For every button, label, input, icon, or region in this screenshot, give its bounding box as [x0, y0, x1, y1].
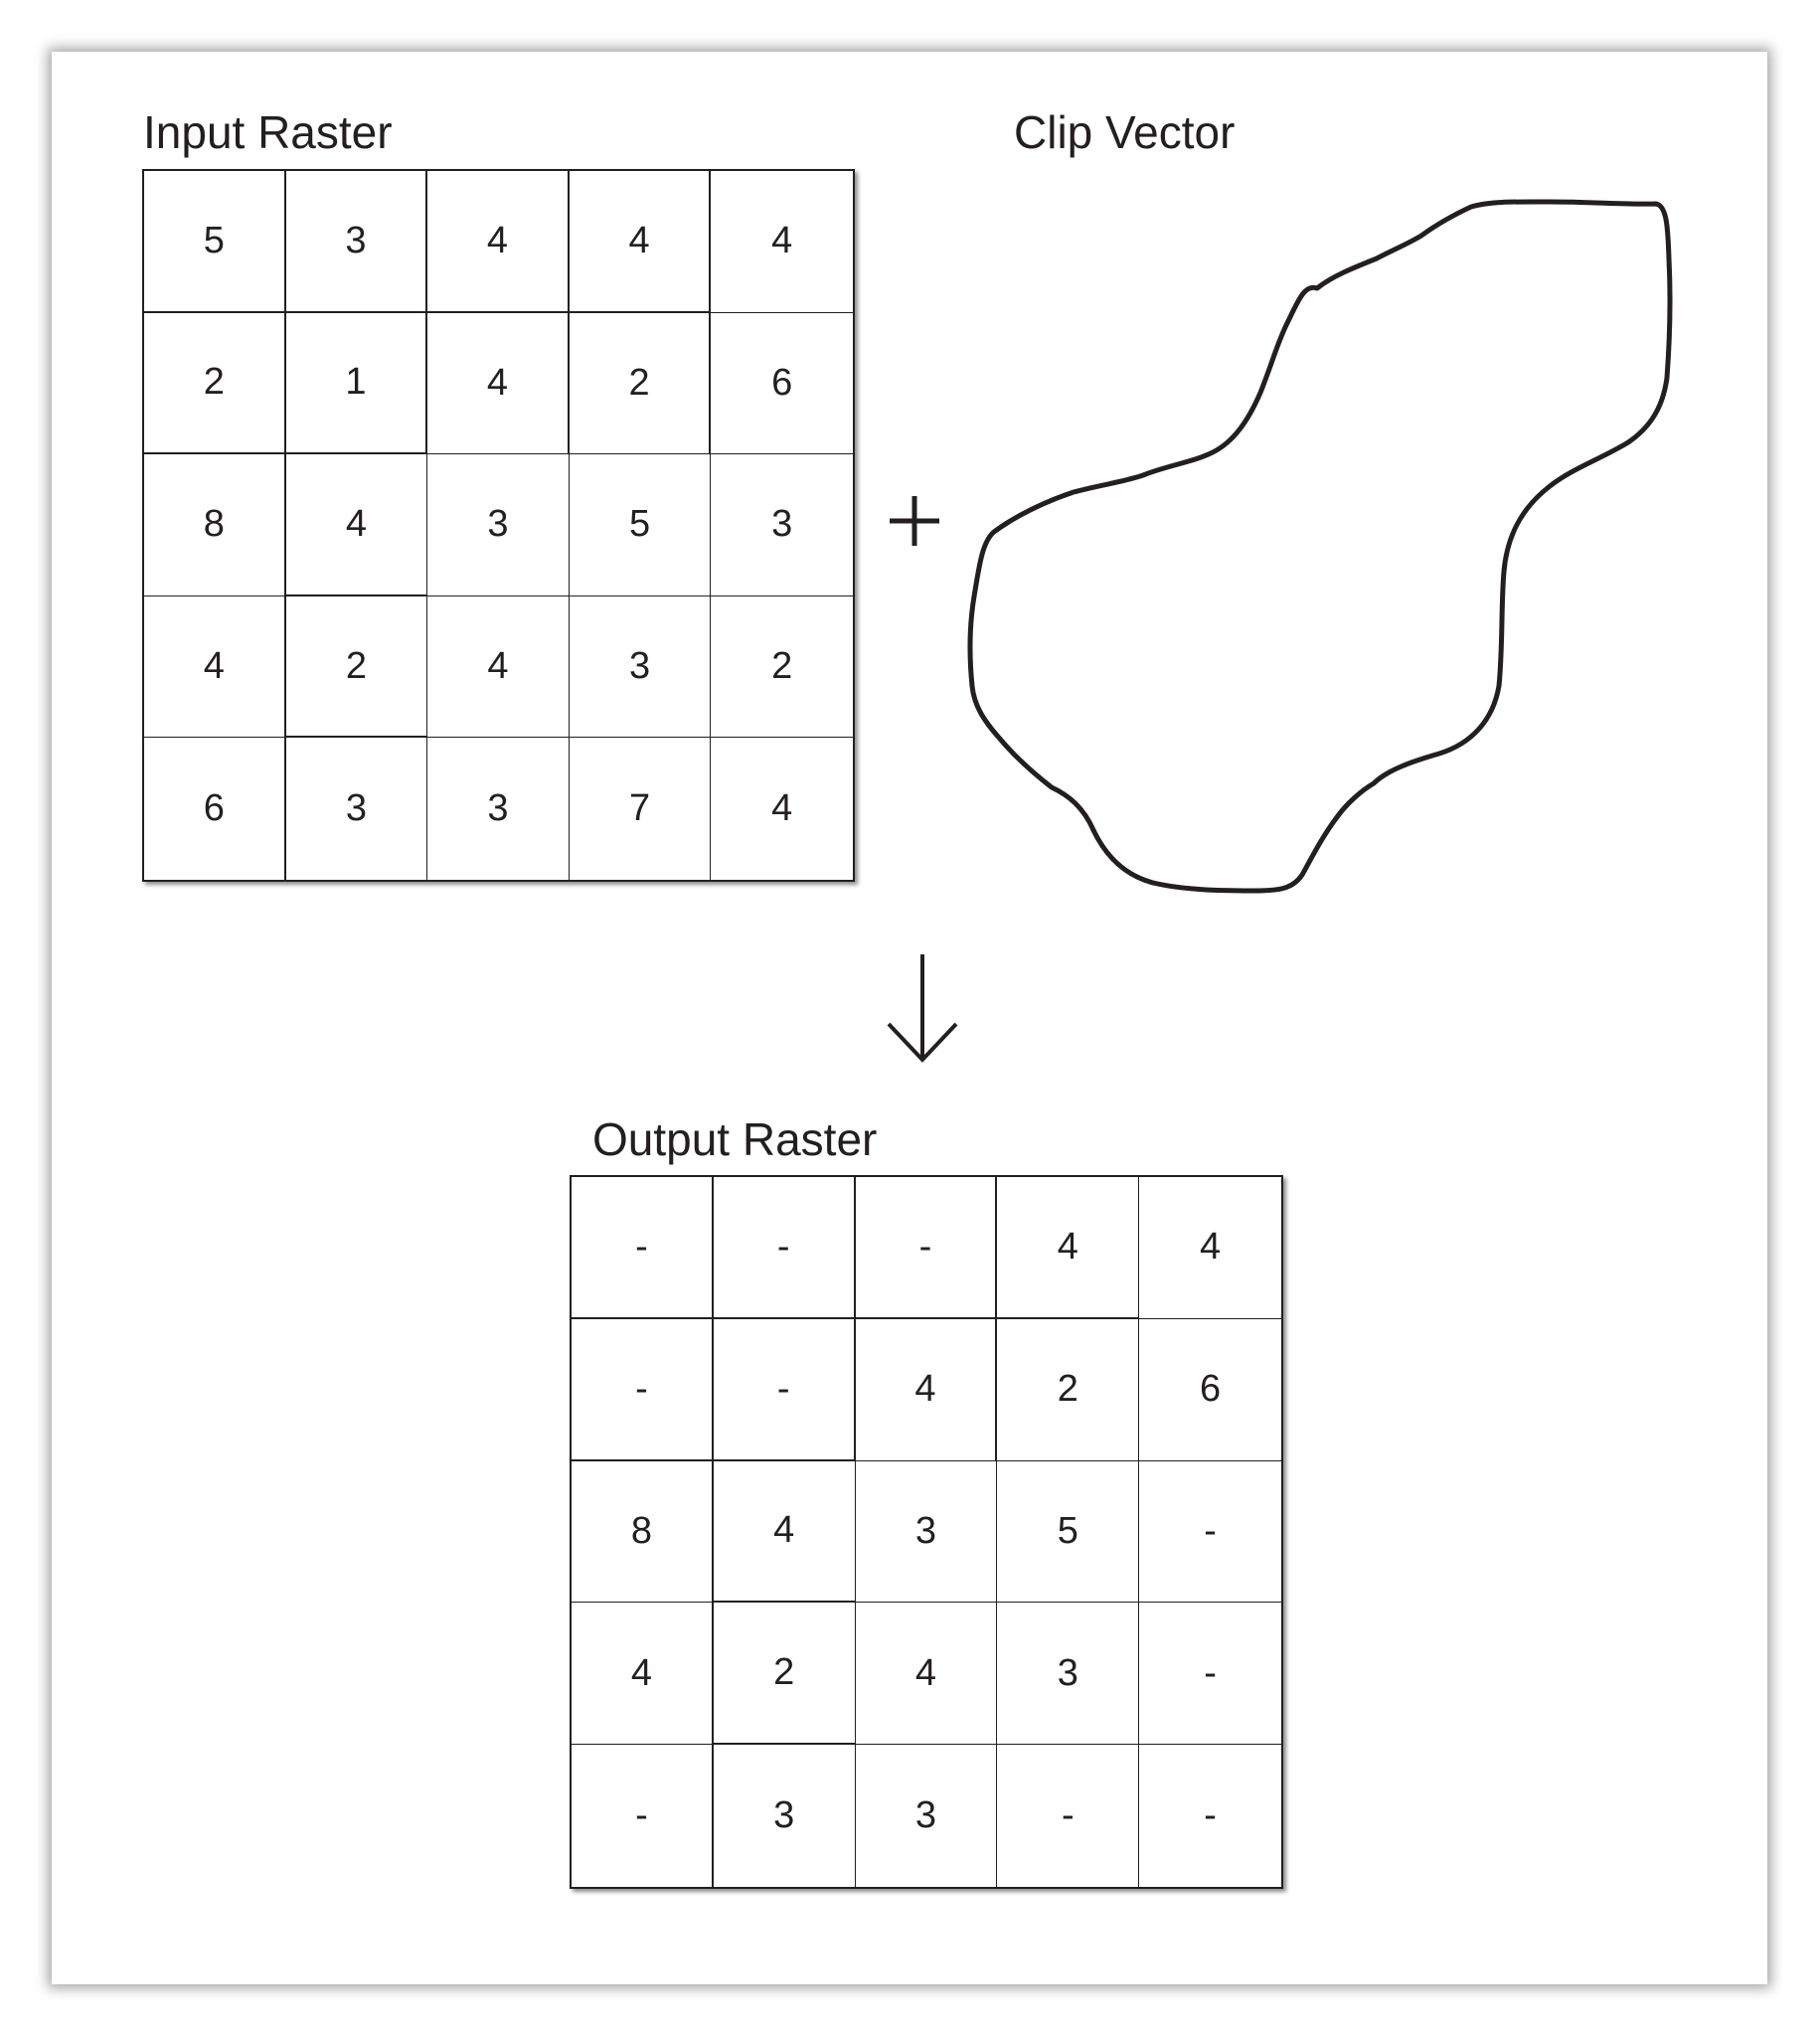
input-raster-cell: 6: [144, 738, 286, 880]
input-raster-title: Input Raster: [143, 106, 393, 158]
input-raster-cell: 6: [711, 313, 853, 455]
input-raster-cell: 7: [570, 738, 712, 880]
plus-icon: [890, 496, 939, 546]
arrow-down-icon: [887, 954, 958, 1063]
clip-vector-polygon: [967, 199, 1673, 894]
input-raster-cell: 3: [711, 454, 853, 596]
input-raster-cell: 2: [711, 596, 853, 739]
input-raster-cell: 4: [569, 171, 712, 313]
output-raster-cell: -: [997, 1745, 1140, 1887]
input-raster-cell: 4: [771, 787, 793, 830]
input-raster-cell: 4: [427, 595, 570, 739]
output-raster-cell: 5: [997, 1460, 1140, 1604]
input-raster-cell: 4: [427, 312, 570, 455]
output-raster-cell: -: [855, 1177, 998, 1319]
input-raster-cell: 3: [427, 454, 570, 596]
output-raster-cell: 2: [713, 1603, 856, 1746]
output-raster-cell: -: [572, 1177, 714, 1319]
output-raster-cell: 3: [714, 1745, 856, 1887]
input-raster-cell: 4: [144, 595, 286, 739]
output-raster-cell: 3: [997, 1603, 1140, 1746]
output-raster-cell: 3: [856, 1745, 998, 1887]
input-raster-cell: 4: [711, 171, 853, 313]
input-raster-cell: 2: [569, 312, 712, 455]
output-raster-cell: -: [1139, 1461, 1281, 1604]
output-raster-cell: 4: [572, 1603, 714, 1746]
output-raster-cell: -: [1139, 1603, 1281, 1746]
output-raster-cell: -: [713, 1177, 856, 1319]
output-raster-cell: 3: [855, 1460, 998, 1604]
input-raster-cell: 2: [144, 312, 286, 455]
input-raster-cell: 5: [569, 454, 712, 596]
input-raster-cell: 3: [285, 171, 428, 313]
input-raster-cell: 4: [427, 171, 570, 313]
output-raster-cell: 6: [1139, 1319, 1281, 1461]
output-raster-cell: 8: [572, 1460, 714, 1604]
input-raster-cell: 5: [144, 171, 286, 313]
output-raster-cell: 4: [855, 1318, 998, 1461]
input-raster-cell: 4: [285, 454, 428, 596]
clip-vector-title: Clip Vector: [1014, 106, 1236, 158]
input-raster-cell: 1: [285, 312, 428, 455]
output-raster-cell: 4: [855, 1603, 998, 1746]
output-raster-cell: -: [572, 1745, 714, 1887]
output-raster-cell: -: [713, 1318, 856, 1461]
input-raster-cell: 3: [286, 738, 428, 880]
output-raster-cell: -: [572, 1318, 714, 1461]
output-raster-cell: 4: [997, 1177, 1140, 1319]
input-raster-cell: 3: [427, 738, 570, 880]
output-raster-title: Output Raster: [592, 1113, 878, 1165]
input-raster-cell: 2: [285, 595, 428, 739]
output-raster-cell: 4: [1139, 1177, 1281, 1319]
input-raster-cell: 8: [144, 454, 286, 596]
input-raster-cell: 3: [569, 595, 712, 739]
output-raster-cell: 4: [713, 1460, 856, 1604]
output-raster-cell: 2: [997, 1318, 1140, 1461]
output-raster-cell: -: [1204, 1794, 1217, 1837]
